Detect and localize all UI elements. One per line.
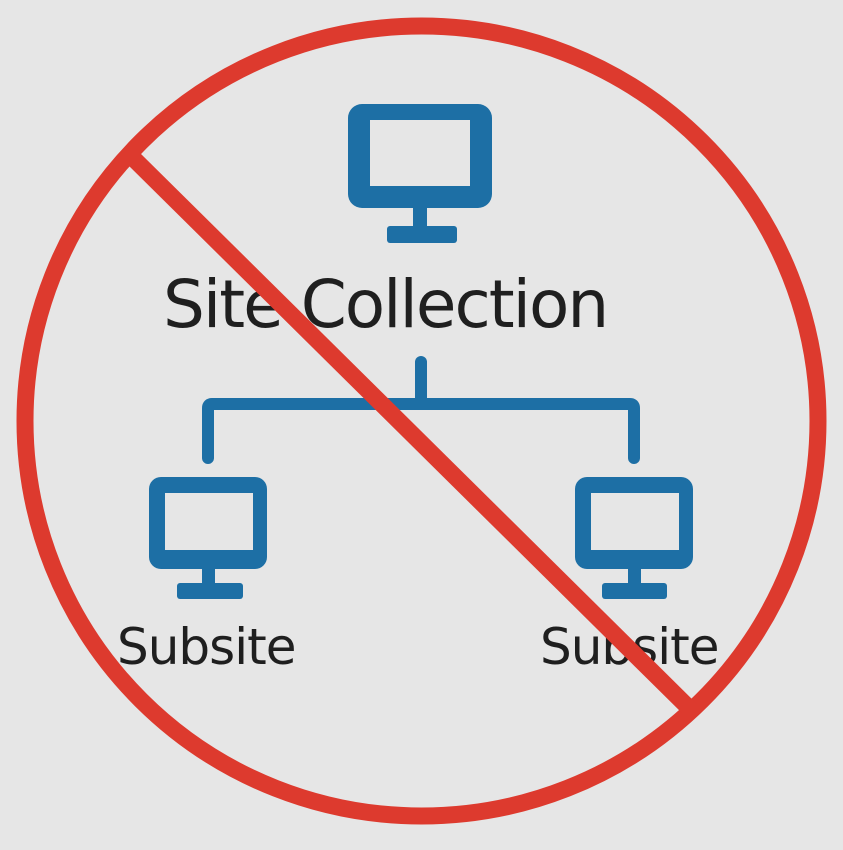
subsite-label-1: Subsite — [117, 618, 296, 676]
monitor-icon-root — [348, 104, 492, 243]
monitor-icon-subsite-2 — [575, 477, 693, 599]
hierarchy-connectors — [202, 356, 640, 464]
monitor-icon-subsite-1 — [149, 477, 267, 599]
site-collection-label: Site Collection — [163, 266, 609, 343]
